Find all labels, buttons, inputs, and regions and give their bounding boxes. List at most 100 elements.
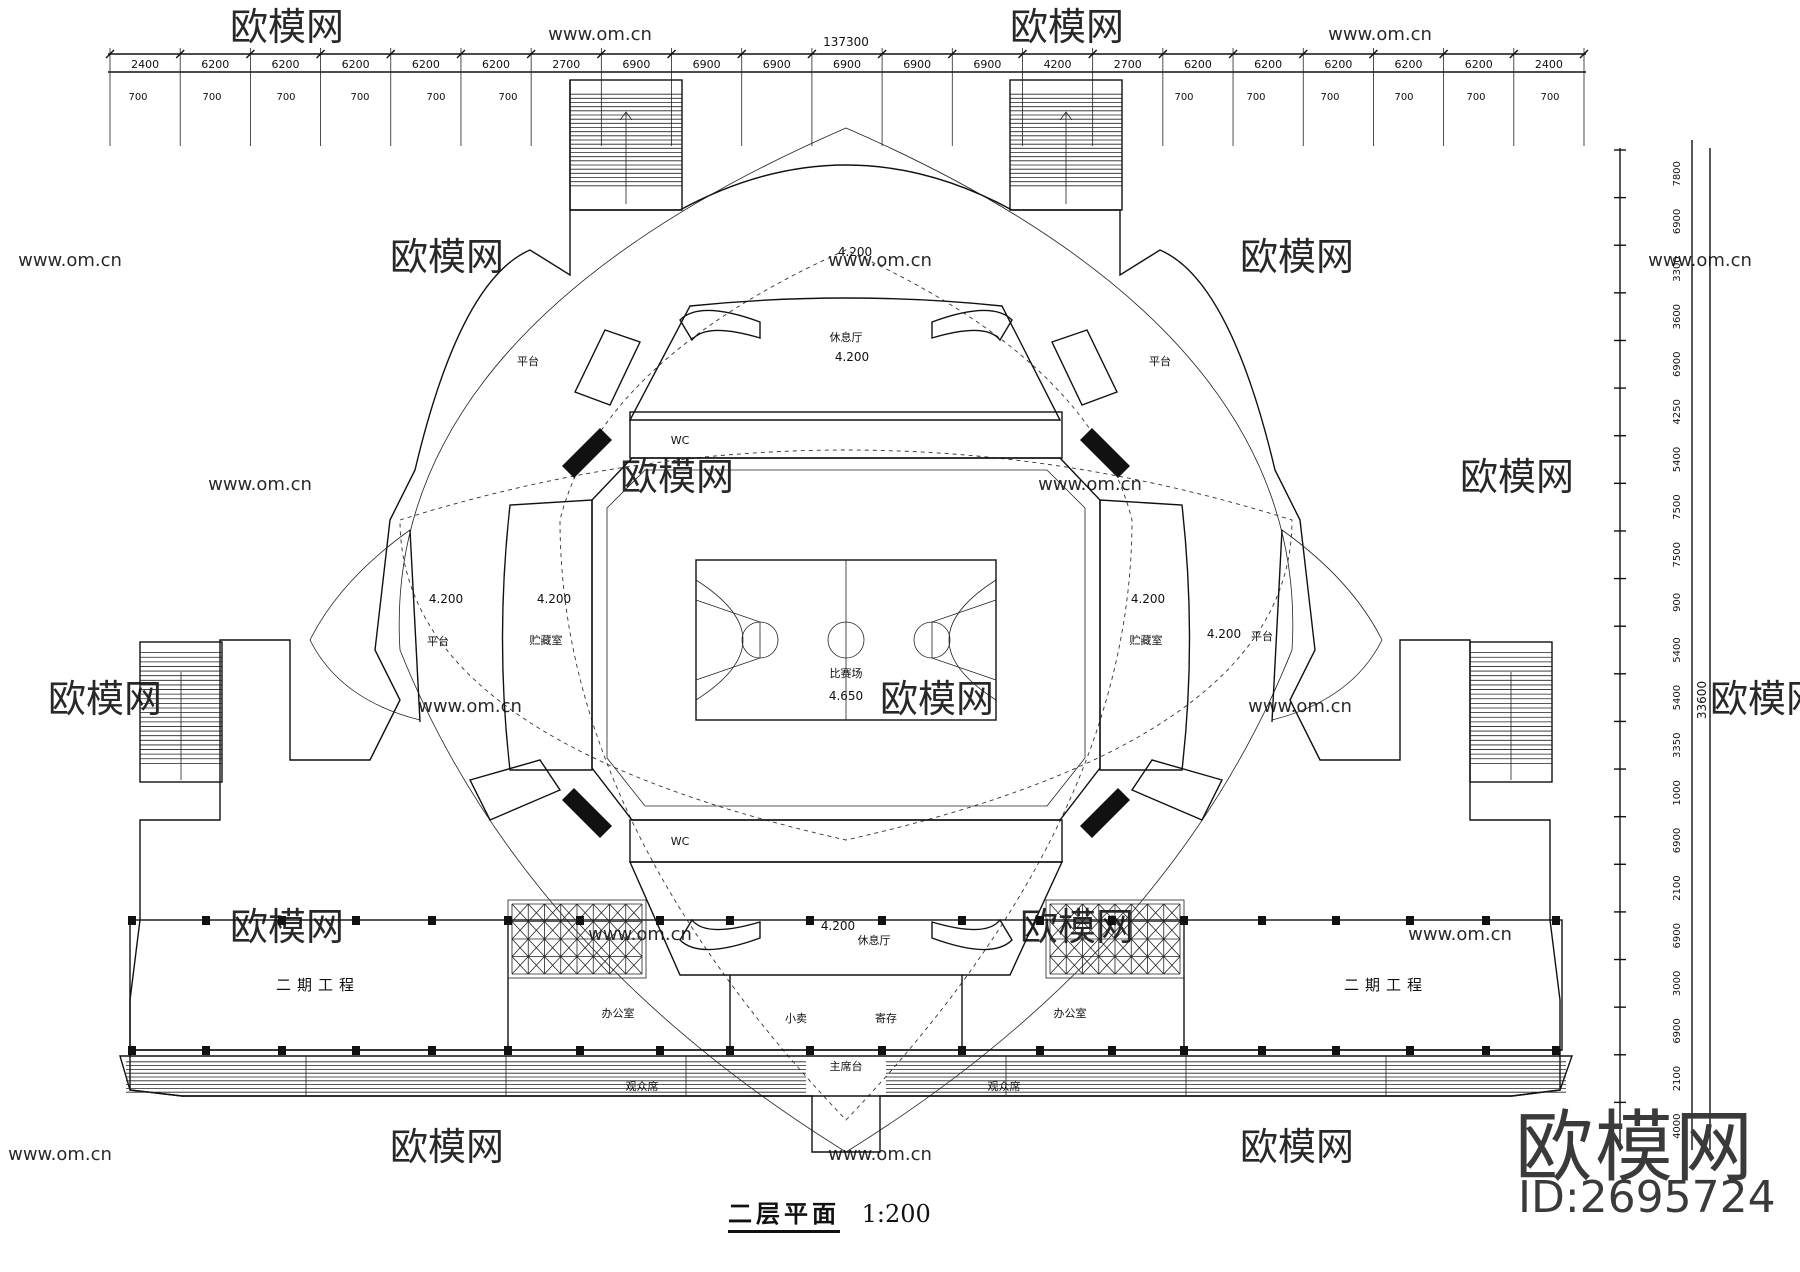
grid-diagonal bbox=[560, 956, 578, 975]
right-dim-label: 6900 bbox=[1672, 209, 1683, 234]
lobby-south-label: 休息厅 bbox=[858, 933, 891, 947]
top-sub-dim-label: 700 bbox=[498, 92, 517, 103]
top-dim-tick-mark bbox=[386, 49, 396, 59]
wc-north-label: WC bbox=[671, 434, 690, 447]
storage-east-label: 贮藏室 bbox=[1130, 633, 1163, 647]
column bbox=[128, 1046, 136, 1055]
watermark-brand: 欧模网 bbox=[390, 235, 504, 279]
watermark-brand: 欧模网 bbox=[1010, 5, 1124, 49]
watermark-url: www.om.cn bbox=[8, 1144, 112, 1165]
top-dim-label: 6900 bbox=[763, 58, 791, 71]
top-dim-label: 2700 bbox=[1114, 58, 1142, 71]
top-dim-tick-mark bbox=[1509, 49, 1519, 59]
watermark-url: www.om.cn bbox=[208, 474, 312, 495]
top-dim-label: 6900 bbox=[833, 58, 861, 71]
grid-diagonal bbox=[576, 921, 594, 940]
top-dim-label: 6900 bbox=[973, 58, 1001, 71]
column bbox=[202, 1046, 210, 1055]
column bbox=[656, 1046, 664, 1055]
top-dim-tick-mark bbox=[1158, 49, 1168, 59]
top-dim-label: 2400 bbox=[131, 58, 159, 71]
grid-diagonal bbox=[1163, 938, 1181, 957]
top-dim-tick-mark bbox=[316, 49, 326, 59]
grid-diagonal bbox=[576, 938, 594, 957]
right-dim-label: 4250 bbox=[1672, 399, 1683, 424]
basketball-court bbox=[695, 559, 997, 721]
watermark-brand-logo: 欧模网 bbox=[1515, 1103, 1756, 1193]
watermark-url: www.om.cn bbox=[588, 924, 692, 945]
top-dim-label: 6200 bbox=[1395, 58, 1423, 71]
column bbox=[1482, 1046, 1490, 1055]
watermark-url: www.om.cn bbox=[18, 250, 122, 271]
watermark-url: www.om.cn bbox=[1248, 696, 1352, 717]
top-dim-tick-mark bbox=[737, 49, 747, 59]
watermark-url: www.om.cn bbox=[1408, 924, 1512, 945]
drawing-scale: 1:200 bbox=[861, 1200, 931, 1228]
watermark-brand: 欧模网 bbox=[1240, 235, 1354, 279]
grid-diagonal bbox=[1130, 956, 1148, 975]
right-dim-label: 900 bbox=[1672, 593, 1683, 612]
top-dim-label: 4200 bbox=[1044, 58, 1072, 71]
column bbox=[352, 1046, 360, 1055]
right-dim-label: 4000 bbox=[1672, 1113, 1683, 1138]
east-stair-block bbox=[1469, 641, 1553, 783]
column bbox=[726, 1046, 734, 1055]
office-east-label: 办公室 bbox=[1054, 1006, 1087, 1020]
top-dim-tick-mark bbox=[807, 49, 817, 59]
platform-ne-label: 平台 bbox=[1149, 354, 1171, 368]
grid-diagonal bbox=[1098, 938, 1116, 957]
court-level: 4.650 bbox=[829, 689, 863, 703]
grid-diagonal bbox=[511, 938, 529, 957]
right-dimension-labels: 7800690033003600690042505400750075009005… bbox=[1614, 149, 1683, 1139]
column bbox=[1108, 916, 1116, 925]
court-label: 比赛场 bbox=[830, 666, 863, 680]
column bbox=[726, 916, 734, 925]
column bbox=[878, 1046, 886, 1055]
grid-diagonal bbox=[1082, 903, 1100, 922]
storage-south-label: 寄存 bbox=[875, 1011, 897, 1025]
grid-diagonal bbox=[1130, 903, 1148, 922]
top-dimension-ticks bbox=[105, 48, 1589, 146]
north-lobby-outline bbox=[628, 297, 1062, 421]
watermark-brand: 欧模网 bbox=[390, 1125, 504, 1169]
top-dim-tick-mark bbox=[526, 49, 536, 59]
column bbox=[576, 1046, 584, 1055]
column bbox=[1108, 1046, 1116, 1055]
drawing-title: 二层平面 1:200 bbox=[728, 1194, 931, 1233]
column bbox=[806, 1046, 814, 1055]
column bbox=[1258, 1046, 1266, 1055]
grid-diagonal bbox=[1098, 956, 1116, 975]
watermark-brand: 欧模网 bbox=[1460, 455, 1574, 499]
top-sub-dim-label: 700 bbox=[1174, 92, 1193, 103]
column bbox=[1482, 916, 1490, 925]
watermark-url: www.om.cn bbox=[1328, 24, 1432, 45]
top-dim-label: 6200 bbox=[1184, 58, 1212, 71]
column bbox=[1406, 916, 1414, 925]
rostrum-label: 主席台 bbox=[830, 1059, 863, 1073]
platform-w-label: 平台 bbox=[427, 634, 449, 648]
top-dim-tick-mark bbox=[947, 49, 957, 59]
grid-diagonal bbox=[511, 903, 529, 922]
column bbox=[958, 1046, 966, 1055]
right-dimension-chain: 33600 7800690033003600690042505400750075… bbox=[1614, 140, 1711, 1150]
right-dim-label: 3350 bbox=[1672, 733, 1683, 758]
spectator-stands bbox=[119, 1055, 1573, 1153]
arena-inner bbox=[606, 469, 1086, 807]
platform-stairs bbox=[309, 329, 1383, 821]
grid-diagonal bbox=[1082, 921, 1100, 940]
grid-diagonal bbox=[544, 938, 562, 957]
column bbox=[806, 916, 814, 925]
right-dim-label: 5400 bbox=[1672, 447, 1683, 472]
phase2-west-label: 二期工程 bbox=[276, 976, 360, 994]
grid-diagonal bbox=[1049, 921, 1067, 940]
watermark-brand: 欧模网 bbox=[1710, 677, 1800, 721]
grid-diagonal bbox=[1147, 921, 1165, 940]
top-dim-label: 6200 bbox=[412, 58, 440, 71]
top-dim-tick-mark bbox=[1368, 49, 1378, 59]
right-dim-label: 3600 bbox=[1672, 304, 1683, 329]
grid-diagonal bbox=[511, 956, 529, 975]
grid-diagonal bbox=[609, 956, 627, 975]
grid-diagonal bbox=[609, 903, 627, 922]
grid-diagonal bbox=[1049, 903, 1067, 922]
